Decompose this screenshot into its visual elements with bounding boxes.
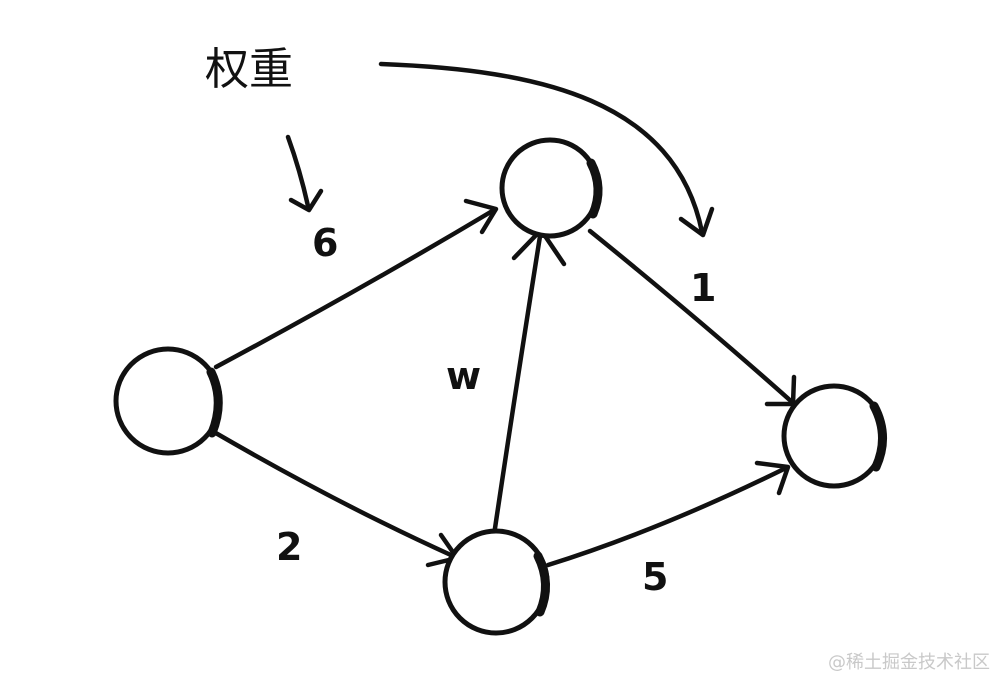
- weight-annotation-curve: [378, 61, 705, 235]
- edge-bottom-to-sink-arrowhead: [754, 460, 791, 496]
- weight-annotation-curve-arrowhead: [678, 206, 715, 238]
- node-source: [113, 346, 223, 456]
- weight-annotation-short-arrowhead: [288, 188, 324, 213]
- edge-weight-bottom-to-sink: 5: [642, 555, 668, 599]
- edge-weight-source-to-bottom: 2: [276, 525, 302, 569]
- edge-weight-bottom-to-top: w: [446, 354, 481, 398]
- edge-bottom-to-top: [491, 227, 544, 538]
- watermark-label: @稀土掘金技术社区: [828, 652, 990, 673]
- edge-source-to-bottom: [211, 429, 456, 559]
- weight-annotation-label: 权重: [205, 44, 293, 95]
- edge-weight-top-to-sink: 1: [690, 266, 716, 310]
- node-top: [499, 137, 603, 239]
- weight-annotation-short-arrow: [285, 134, 311, 209]
- edge-weight-source-to-top: 6: [312, 221, 338, 265]
- edge-source-to-top: [213, 207, 497, 370]
- edge-source-to-top-arrowhead: [463, 198, 499, 235]
- node-bottom: [442, 528, 550, 636]
- node-sink: [781, 383, 888, 489]
- edge-top-to-sink: [587, 228, 795, 405]
- edge-bottom-to-sink: [545, 465, 789, 568]
